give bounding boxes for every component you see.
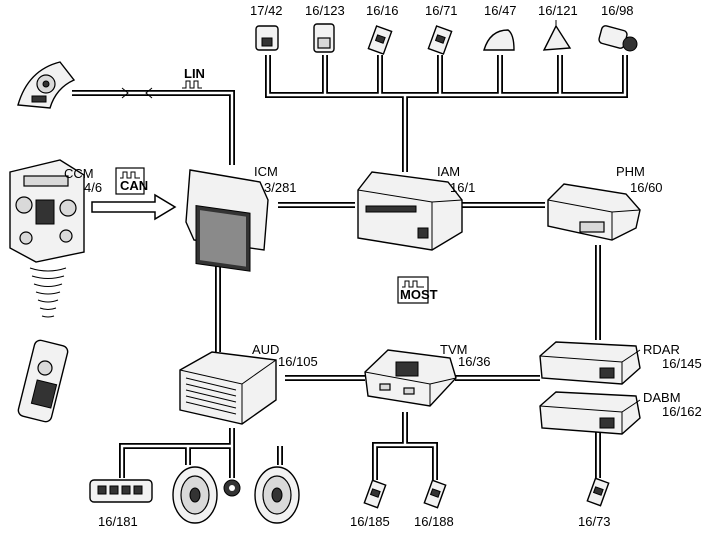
aud-name: AUD [252,342,279,357]
infrared-signal-icon [29,267,67,318]
iam-name: IAM [437,164,460,179]
phm-code: 16/60 [630,180,663,195]
antenna-16-121 [542,20,572,51]
label-16-16: 16/16 [366,3,399,18]
icm-display-unit [185,169,269,272]
ccm-climate-control-panel [9,159,85,263]
iam-infotainment-module [357,171,463,251]
phm-phone-module [547,183,641,241]
phm-name: PHM [616,164,645,179]
dabm-name: DABM [643,390,681,405]
ccm-to-icm-arrow-icon [91,193,177,221]
label-16-181: 16/181 [98,514,138,529]
wiring [72,55,628,480]
icm-name: ICM [254,164,278,179]
tv-antenna-16-185 [363,479,387,509]
dab-antenna-16-73 [586,477,610,507]
audio-control-panel-16-181 [89,479,153,503]
label-16-71: 16/71 [425,3,458,18]
label-16-188: 16/188 [414,514,454,529]
label-16-98: 16/98 [601,3,634,18]
steering-wheel-control [17,61,76,109]
shark-fin-antenna-16-47 [483,29,515,51]
iam-code: 16/1 [450,180,475,195]
label-16-123: 16/123 [305,3,345,18]
speaker-left [172,466,218,524]
lin-wire [72,90,235,165]
lin-arrow-icon [121,87,153,99]
most-bus-label: MOST [400,287,438,302]
antenna-amplifier-16-71 [427,25,453,55]
dabm-digital-radio-module [539,391,641,435]
antenna-16-98 [598,25,638,52]
ccm-name: CCM [64,166,94,181]
dabm-code: 16/162 [662,404,702,419]
tweeter [223,479,241,497]
tvm-antenna-wire [372,412,438,480]
most-bus-symbol: MOST [397,276,438,304]
speaker-wire [119,428,283,478]
antenna-16-123 [313,23,335,53]
rdar-code: 16/145 [662,356,702,371]
remote-control [17,339,69,423]
label-16-121: 16/121 [538,3,578,18]
tvm-name: TVM [440,342,467,357]
lin-bus-symbol: LIN [182,66,205,89]
rdar-radio-module [539,341,641,385]
antenna-17-42 [255,25,279,51]
top-bus-wire [265,55,628,172]
label-16-185: 16/185 [350,514,390,529]
aud-amplifier [179,351,277,425]
tv-antenna-16-188 [423,479,447,509]
lin-bus-label: LIN [184,66,205,81]
ccm-code: 4/6 [84,180,102,195]
antenna-amplifier-16-16 [367,25,393,55]
label-17-42: 17/42 [250,3,283,18]
can-bus-symbol: CAN [115,167,148,195]
label-16-73: 16/73 [578,514,611,529]
rdar-name: RDAR [643,342,680,357]
icm-code: 3/281 [264,180,297,195]
speaker-right [254,466,300,524]
tvm-tv-module [364,349,457,407]
aud-code: 16/105 [278,354,318,369]
can-bus-label: CAN [120,178,148,193]
label-16-47: 16/47 [484,3,517,18]
tvm-code: 16/36 [458,354,491,369]
